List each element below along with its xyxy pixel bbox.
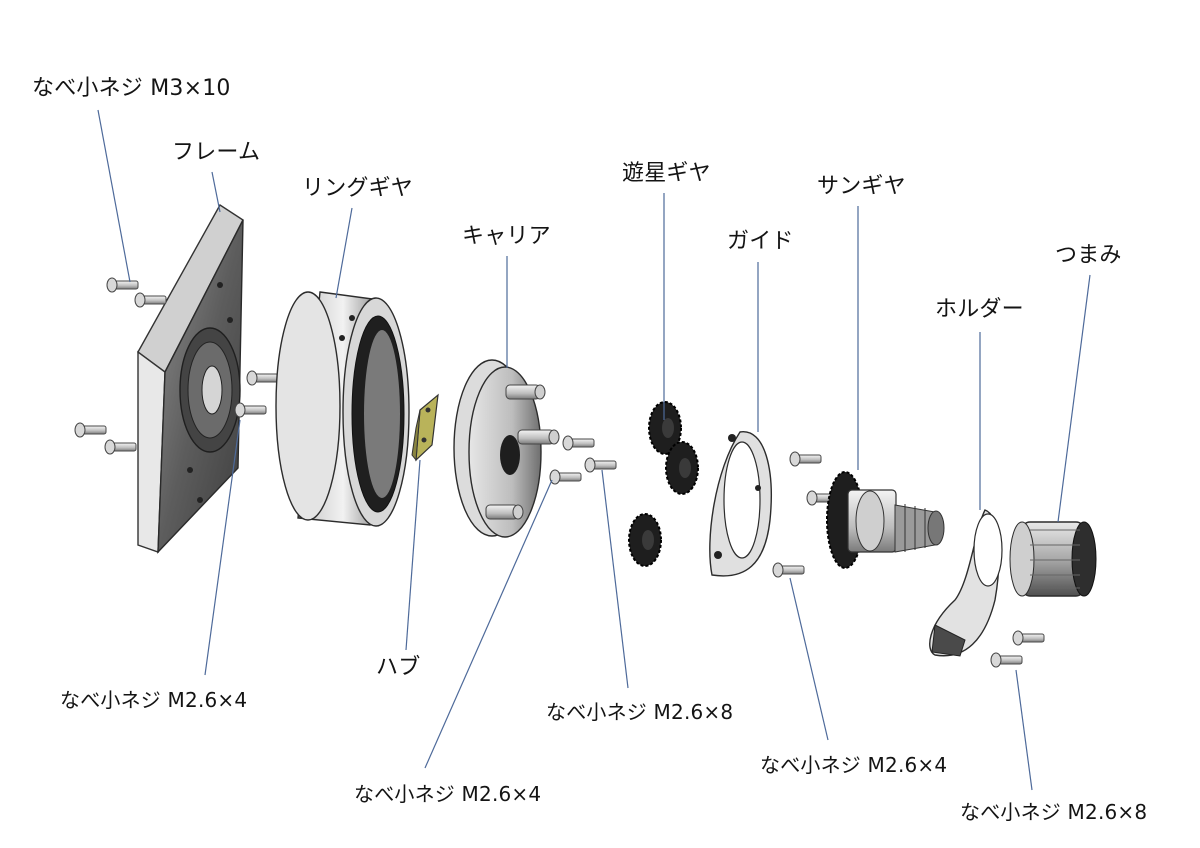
leader-knob <box>1057 274 1091 523</box>
label-carrier: キャリア <box>462 224 551 249</box>
sun-gear-part <box>826 471 945 569</box>
label-planet-gear: 遊星ギヤ <box>622 161 711 186</box>
holder-part <box>929 509 1003 657</box>
screw-m26x8-holder-part <box>990 630 1045 668</box>
label-screw-m26x4-guide: なべ小ネジ M2.6×4 <box>760 753 948 777</box>
label-hub: ハブ <box>376 655 421 680</box>
label-holder: ホルダー <box>935 297 1024 322</box>
leader-lines <box>97 109 1091 791</box>
leader-screw-m26x8-carrier <box>601 469 629 689</box>
screw-m26x8-carrier-part <box>584 457 617 473</box>
label-guide: ガイド <box>727 229 794 254</box>
label-ring-gear: リングギヤ <box>302 176 414 201</box>
leader-hub <box>405 459 421 651</box>
label-screw-m26x4-carrier: なべ小ネジ M2.6×4 <box>354 782 542 806</box>
label-screw-m26x4-frame: なべ小ネジ M2.6×4 <box>60 688 248 712</box>
label-sun-gear: サンギヤ <box>817 174 906 199</box>
leader-ring-gear <box>335 207 353 299</box>
label-screw-m26x8-carrier: なべ小ネジ M2.6×8 <box>546 700 734 724</box>
carrier-part <box>453 359 560 538</box>
knob-part <box>1009 521 1097 597</box>
label-screw-m26x8-holder: なべ小ネジ M2.6×8 <box>960 800 1148 824</box>
frame-part <box>137 204 244 554</box>
label-knob: つまみ <box>1055 243 1122 268</box>
leader-frame <box>211 171 221 213</box>
screw-m26x4-frame-part <box>234 370 279 418</box>
ring-gear-part <box>275 291 410 527</box>
leader-screw-m26x4-guide <box>789 577 829 741</box>
guide-part <box>709 431 772 577</box>
leader-screw-m3x10 <box>97 109 131 283</box>
hub-part <box>411 393 439 462</box>
leader-screw-m26x8-holder <box>1015 669 1033 791</box>
label-frame: フレーム <box>172 140 261 165</box>
planet-gear-part <box>628 401 699 567</box>
leader-screw-m26x4-carrier <box>424 479 553 769</box>
label-screw-m3x10: なべ小ネジ M3×10 <box>32 76 231 101</box>
leader-screw-m26x4-frame <box>204 419 241 676</box>
